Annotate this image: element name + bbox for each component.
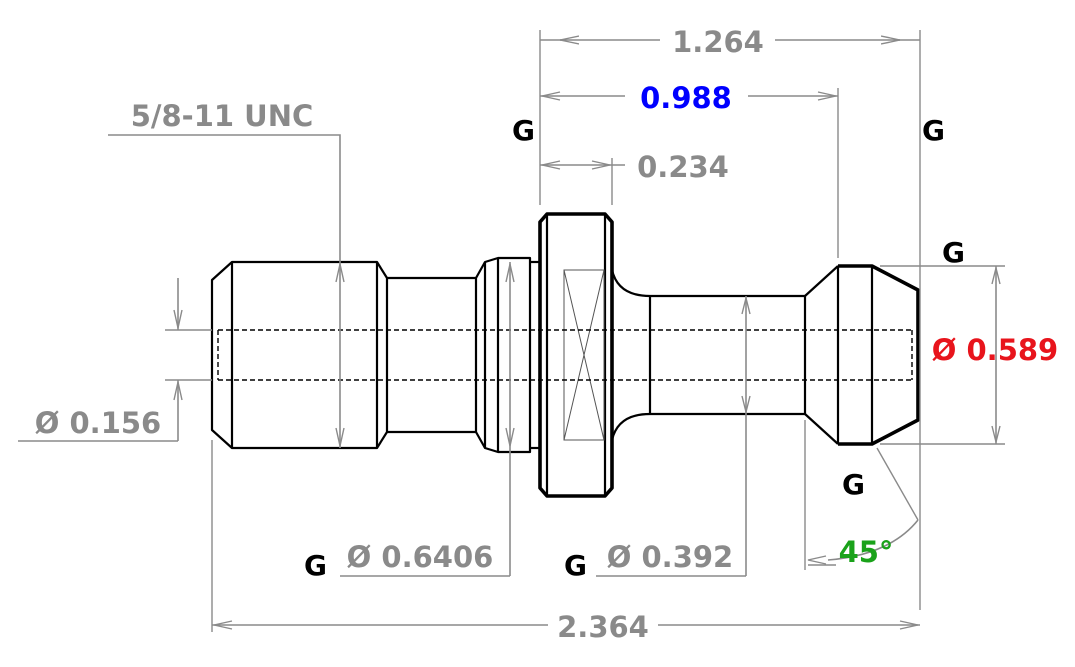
dim-shank: Ø 0.392 <box>596 296 751 577</box>
dim-thread: 5/8-11 UNC <box>108 99 345 448</box>
grind-symbol-flange: G <box>512 114 535 147</box>
dim-head: Ø 0.589 <box>880 265 1058 445</box>
grind-symbol-collar: G <box>304 549 327 582</box>
dim-flange-to-end: 1.264 <box>539 25 921 610</box>
dim-collar: Ø 0.6406 <box>340 262 515 577</box>
dim-label-collar: Ø 0.6406 <box>347 540 494 574</box>
dim-overall-length: 2.364 <box>211 440 920 644</box>
dim-label-thread: 5/8-11 UNC <box>131 99 314 133</box>
dim-bore: Ø 0.156 <box>18 278 212 442</box>
grind-symbol-shank: G <box>564 549 587 582</box>
part-outline <box>210 212 920 498</box>
dim-flange-to-neck: 0.988 <box>540 81 839 258</box>
grind-symbol-head: G <box>942 236 965 269</box>
dim-label-0234: 0.234 <box>637 150 729 184</box>
dim-flange-thickness: 0.234 <box>540 150 729 205</box>
grind-symbol-end: G <box>922 114 945 147</box>
grind-symbol-chamfer: G <box>842 468 865 501</box>
dim-label-bore: Ø 0.156 <box>35 406 161 440</box>
dim-label-1264: 1.264 <box>672 25 764 59</box>
dim-label-2364: 2.364 <box>557 610 649 644</box>
dim-label-head: Ø 0.589 <box>932 333 1058 367</box>
dim-chamfer: 45° <box>804 420 919 570</box>
grind-symbols: G G G G G G <box>304 114 965 582</box>
dim-label-0988: 0.988 <box>640 81 732 115</box>
dim-label-shank: Ø 0.392 <box>607 540 733 574</box>
dim-label-chamfer: 45° <box>839 535 894 569</box>
